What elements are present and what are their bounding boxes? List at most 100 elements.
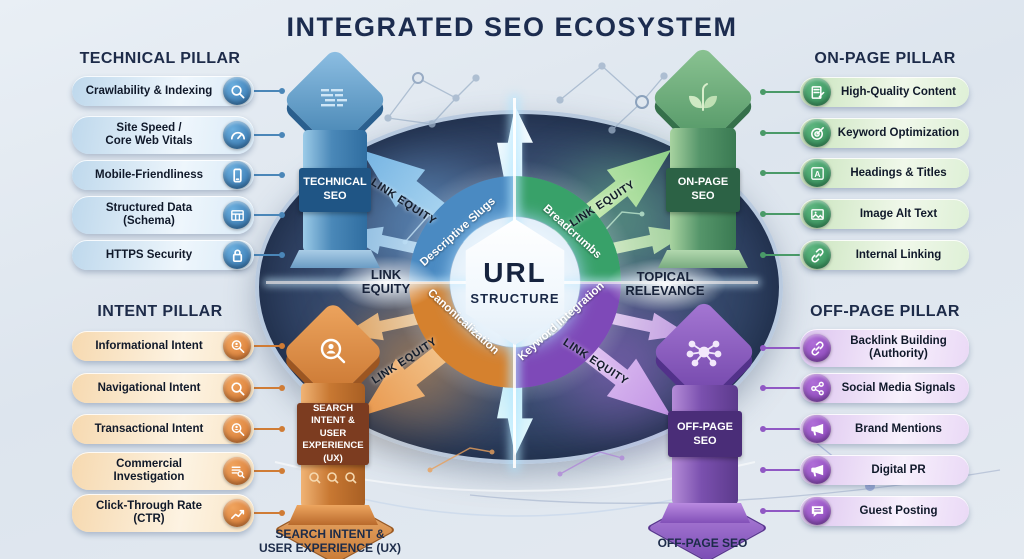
offpage-pillar-column: OFF-PAGE SEO <box>668 385 742 505</box>
offpage-pillar-header: OFF-PAGE PILLAR <box>810 303 960 320</box>
link-equity-label: LINK EQUITY <box>361 267 411 297</box>
pill-label: Social Media Signals <box>841 381 956 394</box>
magnifier-icon <box>223 77 251 105</box>
connector-line <box>764 469 800 471</box>
connector-dot <box>760 89 766 95</box>
pill-high-quality-content: High-Quality Content <box>800 77 969 107</box>
pill-label: Site Speed / Core Web Vitals <box>105 122 193 147</box>
technical-pillar-label: TECHNICAL SEO <box>299 168 371 212</box>
connector-line <box>246 387 282 389</box>
connector-dot <box>760 252 766 258</box>
pill-social-media-signals: Social Media Signals <box>800 373 969 403</box>
pill-label: Informational Intent <box>95 339 203 352</box>
pill-label: Transactional Intent <box>94 422 204 435</box>
connector-dot <box>279 88 285 94</box>
list-search-icon <box>223 457 251 485</box>
intent-pillar-column: SEARCH INTENT & USER EXPERIENCE (UX) <box>297 383 369 508</box>
pill-label: Backlink Building (Authority) <box>850 335 947 360</box>
target-icon <box>803 119 831 147</box>
connector-line <box>246 134 282 136</box>
pill-click-through-rate: Click-Through Rate (CTR) <box>72 494 254 532</box>
intent-pillar-label: SEARCH INTENT & USER EXPERIENCE (UX) <box>297 403 369 465</box>
pill-mobile-friendliness: Mobile-Friendliness <box>72 160 254 190</box>
user-search-icon <box>223 415 251 443</box>
pill-backlink-building: Backlink Building (Authority) <box>800 329 969 367</box>
onpage-pillar-label: ON-PAGE SEO <box>666 168 740 212</box>
connector-dot <box>279 252 285 258</box>
pill-label: Structured Data (Schema) <box>105 202 193 227</box>
connector-dot <box>760 508 766 514</box>
pill-headings-titles: A Headings & Titles <box>800 158 969 188</box>
technical-pillar-cap <box>282 47 388 153</box>
pill-label: Brand Mentions <box>855 422 942 435</box>
pill-commercial-investigation: Commercial Investigation <box>72 452 254 490</box>
intent-pillar-cap <box>282 301 384 403</box>
pill-guest-posting: Guest Posting <box>800 496 969 526</box>
onpage-pillar-base <box>658 250 748 268</box>
url-structure-hub: URL STRUCTURE <box>465 219 565 345</box>
technical-pillar-column: TECHNICAL SEO <box>299 130 371 252</box>
pill-label: Guest Posting <box>859 504 938 517</box>
connector-line <box>246 214 282 216</box>
connector-dot <box>760 385 766 391</box>
pill-structured-data: Structured Data (Schema) <box>72 196 254 234</box>
network-hub-icon <box>684 332 724 372</box>
page-title: INTEGRATED SEO ECOSYSTEM <box>286 12 738 42</box>
connector-line <box>764 132 800 134</box>
connector-line <box>246 254 282 256</box>
schema-table-icon <box>223 201 251 229</box>
connector-line <box>246 90 282 92</box>
connector-dot <box>760 211 766 217</box>
pill-label: Keyword Optimization <box>837 126 960 139</box>
connector-line <box>246 174 282 176</box>
user-search-icon <box>316 335 350 369</box>
smartphone-icon <box>223 161 251 189</box>
ctr-trend-icon <box>223 499 251 527</box>
pill-label: HTTPS Security <box>105 248 193 261</box>
megaphone-icon <box>803 415 831 443</box>
connector-dot <box>279 343 285 349</box>
pill-image-alt-text: Image Alt Text <box>800 199 969 229</box>
speech-bubble-icon <box>803 497 831 525</box>
speedometer-icon <box>223 121 251 149</box>
intent-pillar-header: INTENT PILLAR <box>97 303 223 320</box>
onpage-pillar-header: ON-PAGE PILLAR <box>814 50 956 67</box>
connector-dot <box>279 510 285 516</box>
connector-dot <box>760 170 766 176</box>
pill-informational-intent: Informational Intent <box>72 331 254 361</box>
connector-line <box>246 428 282 430</box>
image-icon <box>803 200 831 228</box>
pill-transactional-intent: Transactional Intent <box>72 414 254 444</box>
connector-dot <box>279 132 285 138</box>
intent-pillar-base <box>288 505 378 525</box>
connector-line <box>764 428 800 430</box>
connector-dot <box>760 130 766 136</box>
pill-internal-linking: Internal Linking <box>800 240 969 270</box>
share-network-icon <box>803 374 831 402</box>
pill-https-security: HTTPS Security <box>72 240 254 270</box>
pill-crawlability-indexing: Crawlability & Indexing <box>72 76 254 106</box>
document-edit-icon <box>803 78 831 106</box>
offpage-pillar-label: OFF-PAGE SEO <box>668 411 742 457</box>
connector-dot <box>279 426 285 432</box>
pill-navigational-intent: Navigational Intent <box>72 373 254 403</box>
pill-label: Headings & Titles <box>850 166 947 179</box>
svg-text:A: A <box>814 168 820 178</box>
technical-pillar-header: TECHNICAL PILLAR <box>79 50 241 67</box>
connector-line <box>764 91 800 93</box>
offpage-pillar-cap <box>651 299 757 405</box>
connector-line <box>764 387 800 389</box>
intent-pillar-caption: SEARCH INTENT & USER EXPERIENCE (UX) <box>258 527 402 555</box>
connector-line <box>764 213 800 215</box>
pill-label: Navigational Intent <box>97 381 201 394</box>
chain-link-icon <box>803 241 831 269</box>
pill-label: Mobile-Friendliness <box>95 168 203 181</box>
connector-dot <box>760 345 766 351</box>
onpage-pillar-cap <box>650 45 756 151</box>
topical-relevance-label: TOPICAL RELEVANCE <box>625 269 705 299</box>
connector-dot <box>279 212 285 218</box>
hub-title: URL <box>483 256 547 288</box>
code-pattern-icon <box>317 85 353 115</box>
connector-line <box>764 510 800 512</box>
connector-dot <box>760 467 766 473</box>
